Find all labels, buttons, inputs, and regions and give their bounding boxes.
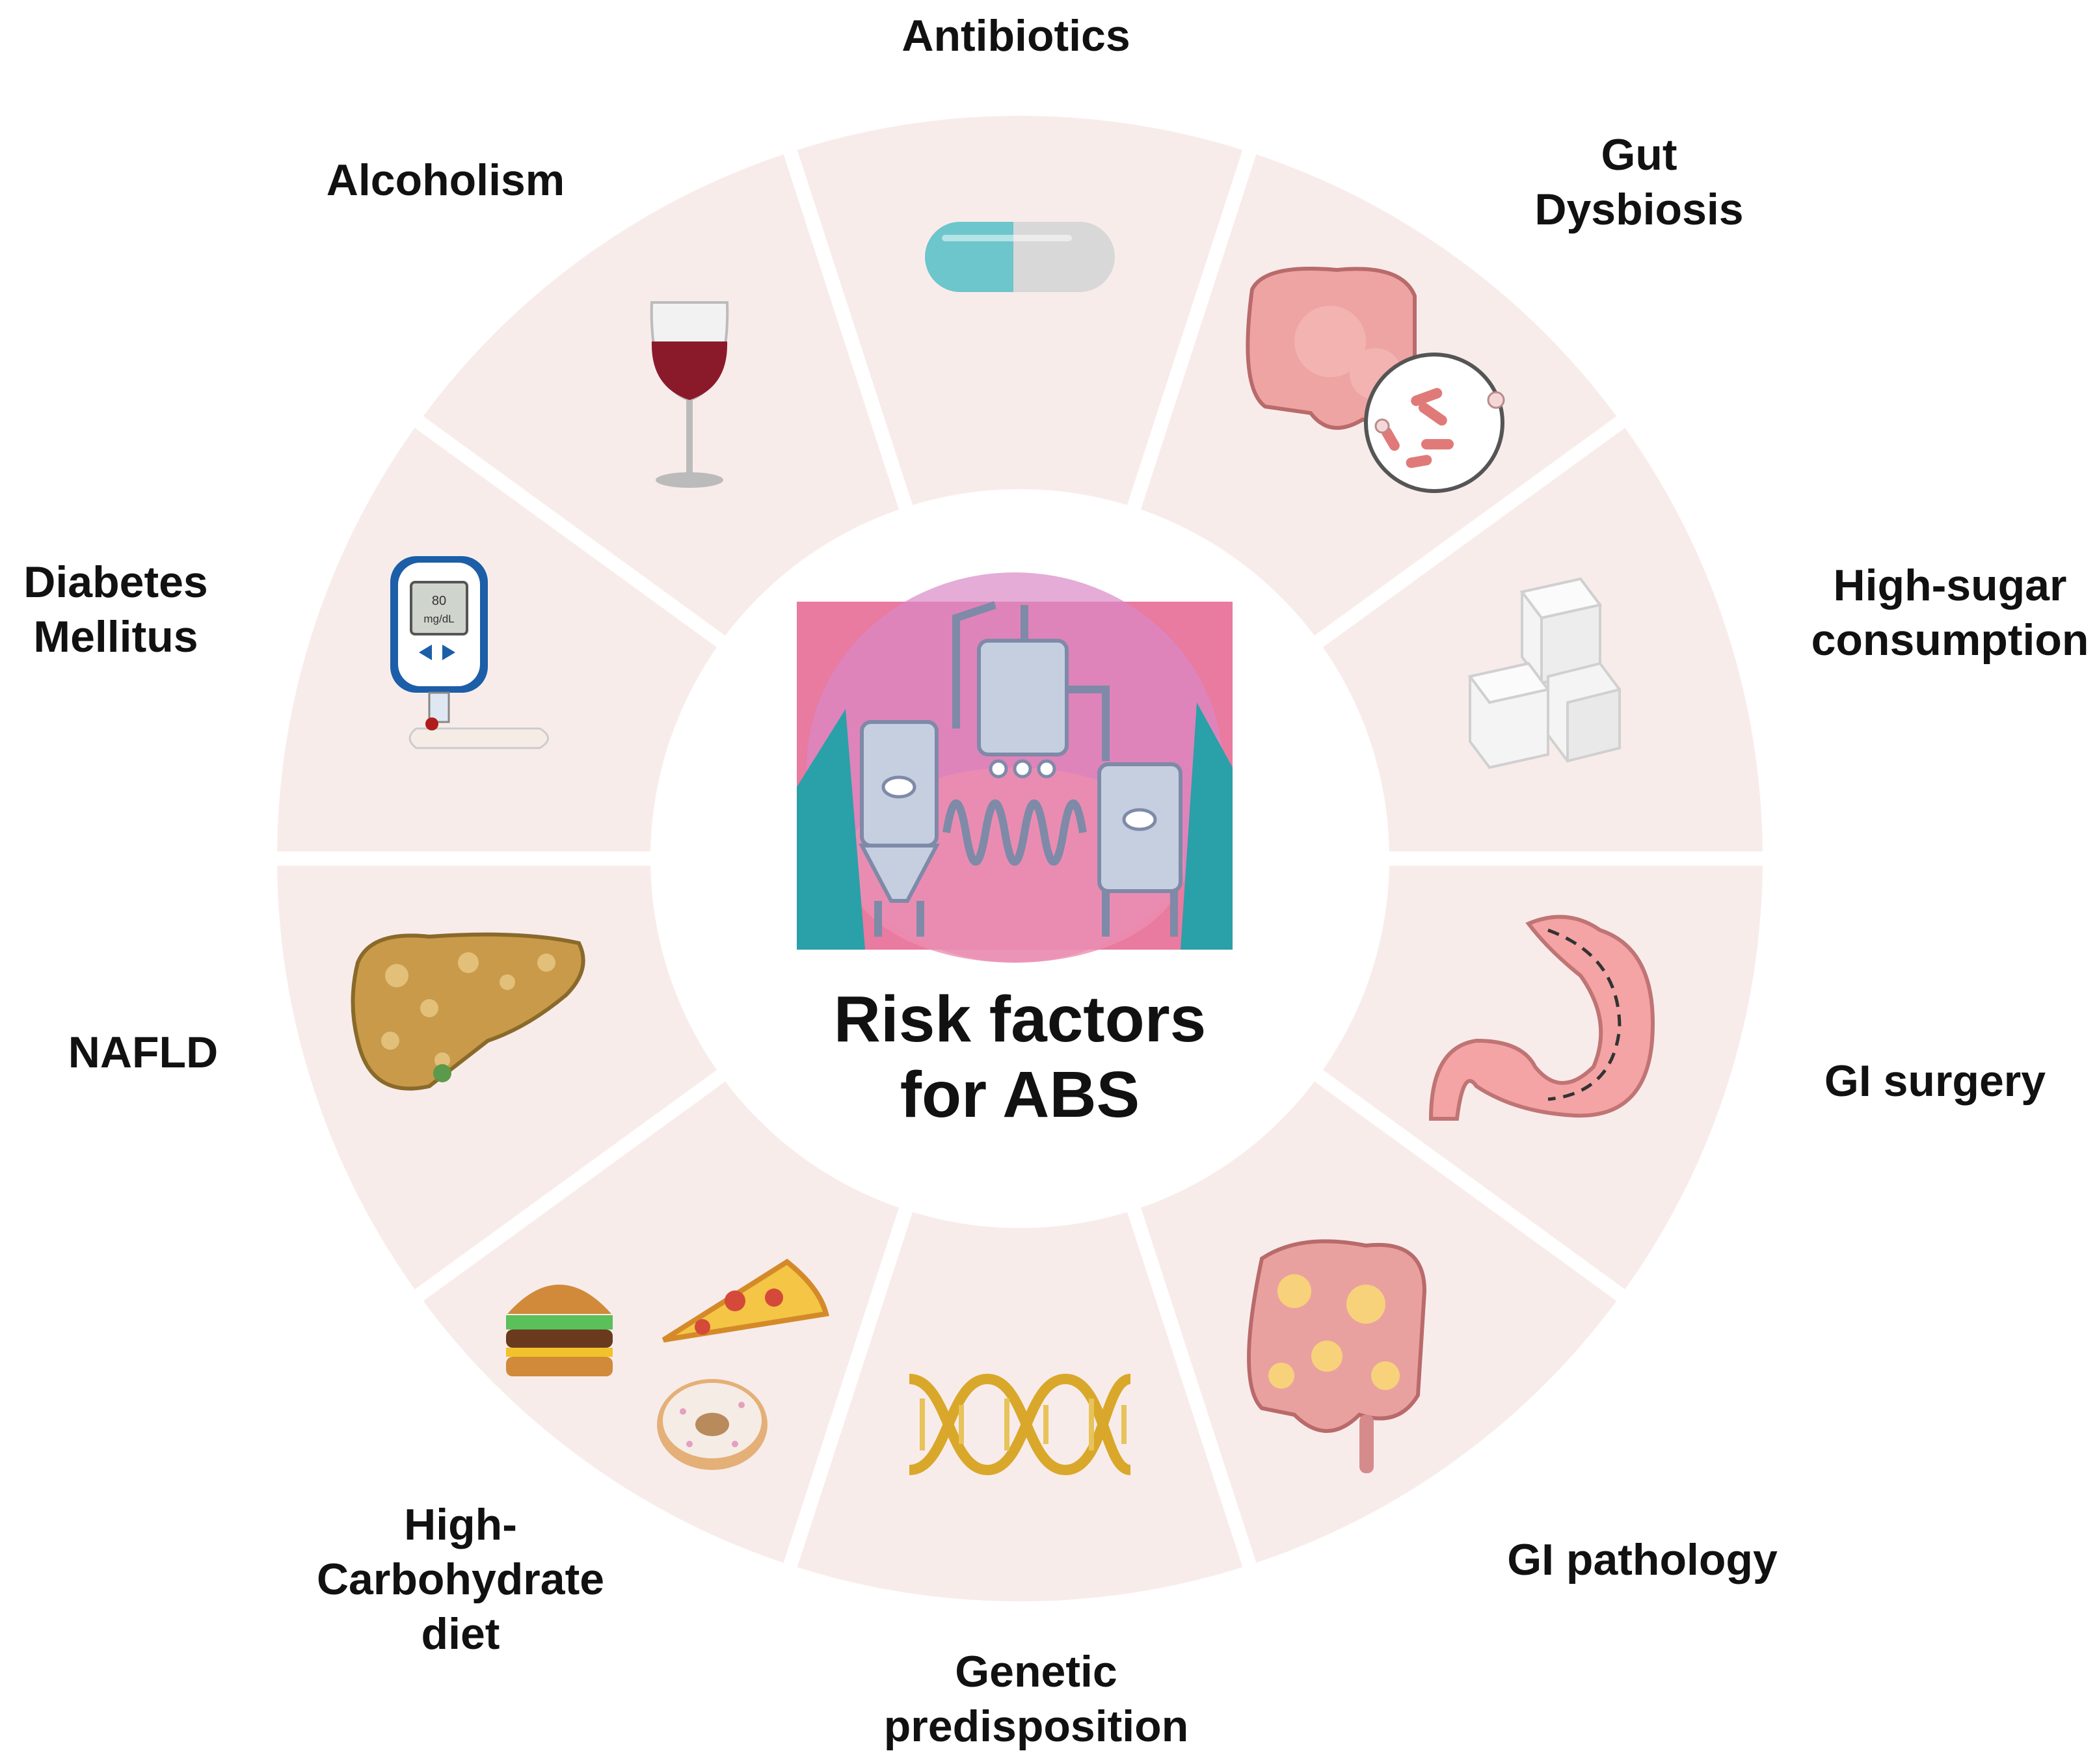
burger-icon bbox=[506, 1285, 613, 1376]
label-line: Antibiotics bbox=[902, 11, 1130, 60]
label-line: diet bbox=[421, 1609, 500, 1659]
stomach-icon bbox=[1428, 915, 1655, 1121]
label-line: consumption bbox=[1811, 615, 2089, 665]
glucose-meter-icon: 80 mg/dL bbox=[390, 556, 549, 749]
meter-reading-value: 80 bbox=[432, 594, 446, 608]
label-antibiotics: Antibiotics bbox=[902, 8, 1130, 63]
pill-capsule-icon bbox=[925, 222, 1115, 292]
label-line: Diabetes bbox=[23, 557, 208, 607]
label-line: Genetic bbox=[955, 1647, 1117, 1696]
label-alcoholism: Alcoholism bbox=[327, 153, 565, 207]
donut-icon bbox=[657, 1379, 768, 1470]
label-line: NAFLD bbox=[68, 1028, 219, 1077]
label-line: GI surgery bbox=[1824, 1056, 2046, 1106]
label-line: Dysbiosis bbox=[1534, 185, 1744, 234]
label-line: High- bbox=[404, 1500, 517, 1549]
center-title-line: Risk factors bbox=[833, 983, 1207, 1056]
label-gi-surgery: GI surgery bbox=[1824, 1054, 2046, 1108]
label-line: Mellitus bbox=[33, 612, 198, 662]
label-line: Alcoholism bbox=[326, 155, 565, 205]
wine-glass-icon bbox=[650, 301, 729, 488]
dna-helix-icon bbox=[909, 1373, 1132, 1476]
fermentation-plant-illustration bbox=[797, 572, 1233, 963]
pizza-slice-icon bbox=[661, 1259, 829, 1343]
meter-reading-unit: mg/dL bbox=[423, 613, 454, 625]
label-high-sugar: High-sugar consumption bbox=[1811, 558, 2089, 667]
label-nafld: NAFLD bbox=[68, 1025, 218, 1080]
label-gi-pathology: GI pathology bbox=[1507, 1532, 1778, 1587]
junk-food-icon bbox=[506, 1259, 829, 1470]
label-line: High-sugar bbox=[1833, 561, 2067, 610]
label-genetic: Genetic predisposition bbox=[884, 1644, 1188, 1754]
label-line: Carbohydrate bbox=[316, 1555, 605, 1604]
center-title: Risk factors for ABS bbox=[834, 982, 1206, 1132]
label-line: Gut bbox=[1601, 130, 1677, 180]
label-high-carb: High- Carbohydrate diet bbox=[317, 1497, 604, 1661]
center-title-line: for ABS bbox=[900, 1058, 1140, 1131]
label-line: predisposition bbox=[883, 1702, 1189, 1751]
diseased-intestine-icon bbox=[1247, 1239, 1427, 1473]
sugar-cubes-icon bbox=[1467, 577, 1621, 769]
intestine-bacteria-icon bbox=[1246, 267, 1505, 493]
fatty-liver-icon bbox=[351, 932, 585, 1091]
label-line: GI pathology bbox=[1507, 1535, 1778, 1584]
